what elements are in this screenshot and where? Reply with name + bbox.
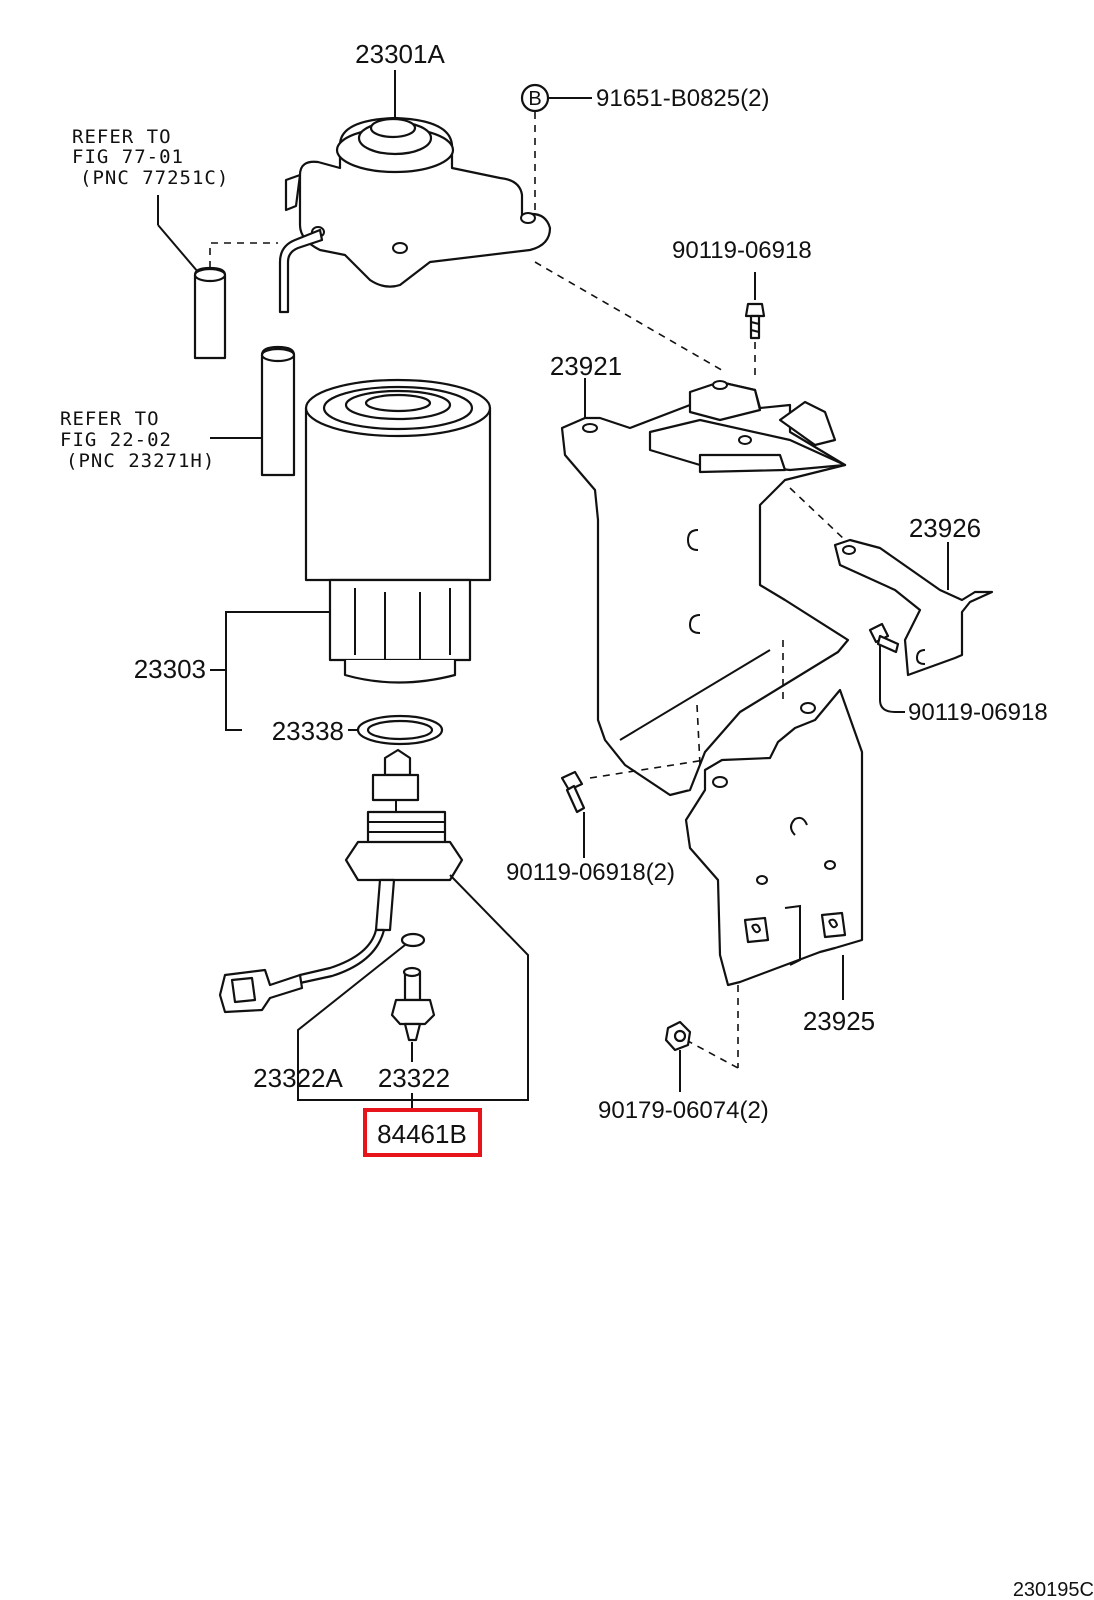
circle-b-letter: B (528, 88, 541, 110)
label-90119-06918-2: 90119-06918(2) (506, 859, 675, 886)
leader-23303 (225, 611, 330, 731)
label-23338: 23338 (272, 716, 344, 746)
bracket-23925 (684, 688, 864, 987)
refer-label-1-line2: FIG 77-01 (72, 146, 184, 168)
fuel-hoses (157, 195, 296, 477)
label-23322a: 23322A (253, 1063, 343, 1093)
dash-23926 (789, 487, 846, 541)
label-23921: 23921 (550, 351, 622, 381)
refer-label-2-line3: (PNC 23271H) (66, 450, 215, 472)
bolt-mid (560, 759, 706, 858)
sensor-assembly (218, 748, 464, 1042)
label-84461b[interactable]: 84461B (377, 1119, 467, 1149)
refer-label-2-line1: REFER TO (60, 408, 160, 430)
label-23303: 23303 (134, 654, 206, 684)
refer-label-1-line3: (PNC 77251C) (80, 167, 229, 189)
label-23301a: 23301A (355, 39, 445, 69)
bracket-23926 (833, 538, 994, 677)
dash-b-to-bracket (534, 261, 726, 373)
refer-label-2-line2: FIG 22-02 (60, 429, 172, 451)
figure-id: 230195C (1013, 1579, 1094, 1600)
leader-23322a (297, 944, 406, 1080)
o-ring (348, 714, 444, 746)
label-90119-06918-top: 90119-06918 (672, 237, 812, 264)
label-23322: 23322 (378, 1063, 450, 1093)
bolt-right (868, 622, 905, 713)
highlight-box (363, 1108, 482, 1157)
leader-84461b (297, 874, 529, 1101)
bolt-top (744, 272, 766, 380)
refer-label-1-line1: REFER TO (72, 126, 172, 148)
fuel-filter (304, 378, 492, 684)
label-23925: 23925 (803, 1006, 875, 1036)
label-90119-06918-right: 90119-06918 (908, 699, 1048, 726)
filter-head (278, 116, 552, 314)
label-90179-06074: 90179-06074(2) (598, 1097, 769, 1124)
label-23926: 23926 (909, 513, 981, 543)
label-91651-b0825: 91651-B0825(2) (596, 85, 769, 112)
bracket-23921 (560, 380, 850, 797)
bolt-b-callout: B (520, 83, 592, 210)
nut (664, 1020, 692, 1092)
